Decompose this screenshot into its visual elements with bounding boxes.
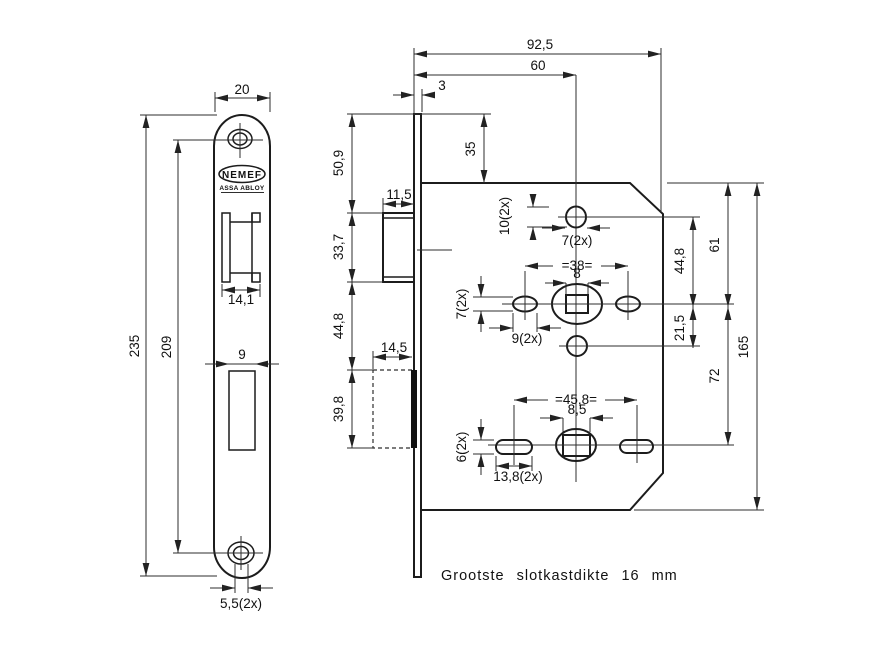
latch-cutout [221, 212, 261, 283]
dim-handle-hole-spacing: =38= [524, 258, 629, 293]
dim-label-faceplate-thickness: 3 [438, 78, 446, 93]
dim-plate-height: 235 [127, 114, 217, 577]
dim-label-plate-width: 20 [234, 82, 249, 97]
bottom-screw-hole [173, 536, 263, 570]
parent-brand-text: ASSA ABLOY [219, 185, 264, 192]
dim-slot-height: 6(2x) [454, 419, 494, 475]
front-view-faceplate: NEMEF ASSA ABLOY 20 [127, 82, 279, 611]
dim-label-screw-spacing: 209 [159, 336, 174, 359]
dim-case-height: 165 [634, 183, 764, 511]
dim-latch-protrusion: 11,5 [382, 187, 414, 212]
dim-label-backset: 60 [530, 58, 545, 73]
dim-right-inner: 44,8 21,5 [672, 217, 697, 348]
side-view-lock-case: 50,9 33,7 44,8 39,8 11,5 14,5 35 92,5 [331, 37, 764, 578]
dim-bolt-width: 14,5 [372, 340, 412, 369]
faceplate-outline [213, 114, 271, 579]
dim-label-lower-square: 8,5 [568, 402, 587, 417]
deadbolt-cutout [228, 370, 256, 451]
dim-lower-hole-spacing: =45,8= [513, 392, 638, 437]
logo-oval [218, 164, 266, 184]
dim-label-latch-protrusion: 11,5 [386, 187, 411, 202]
dim-label-latch-cutout-width: 14,1 [228, 292, 254, 307]
dim-case-depth: 92,5 [413, 37, 662, 212]
dim-label-top-to-latch: 50,9 [331, 150, 346, 176]
top-hole [558, 205, 700, 229]
dim-backset: 60 [414, 58, 576, 79]
dim-label-follower-square: 8 [573, 266, 581, 281]
note-text: Grootste slotkastdikte 16 mm [441, 568, 678, 584]
dim-right-middle: 61 72 [667, 182, 764, 445]
dim-oval-width: 9(2x) [489, 313, 561, 346]
dim-top-hole-width: 7(2x) [542, 224, 610, 248]
cylinder-pin-hole [559, 335, 700, 357]
dim-faceplate-thickness: 3 [393, 78, 446, 112]
dim-label-screw-hole: 5,5(2x) [220, 596, 262, 611]
deadbolt-side [372, 369, 417, 449]
dim-label-plate-height: 235 [127, 335, 142, 358]
dim-screw-hole: 5,5(2x) [210, 564, 273, 611]
dim-screw-spacing: 209 [159, 140, 182, 553]
dim-bolt-cutout-width: 9 [205, 347, 279, 368]
dim-label-slot-height: 6(2x) [454, 432, 469, 463]
dim-label-slot-width: 13,8(2x) [493, 469, 543, 484]
dim-follower-square: 8 [545, 266, 609, 294]
dim-oval-height: 7(2x) [454, 276, 513, 332]
dim-label-top-hole-width: 7(2x) [562, 233, 593, 248]
dim-label-top-hole-height: 10(2x) [497, 197, 512, 235]
dim-top-hole-height: 10(2x) [497, 194, 567, 240]
dim-label-case-depth: 92,5 [527, 37, 553, 52]
dim-slot-width: 13,8(2x) [493, 456, 543, 484]
dim-label-follower-to-cylinder: 21,5 [672, 315, 687, 341]
latch-bolt-side [382, 212, 452, 283]
dim-label-oval-height: 7(2x) [454, 289, 469, 320]
dim-label-oval-width: 9(2x) [512, 331, 543, 346]
dim-label-follower-spacing: 72 [707, 368, 722, 383]
dim-label-bolt-height: 39,8 [331, 396, 346, 422]
dim-top-to-case: 35 [463, 114, 488, 183]
faceplate-side-strip [413, 113, 422, 578]
dim-lower-square: 8,5 [540, 402, 613, 432]
dim-stack-left: 50,9 33,7 44,8 39,8 [331, 113, 491, 449]
dim-latch-cutout-width: 14,1 [221, 284, 261, 307]
dim-label-handle-hole-spacing: =38= [562, 258, 593, 273]
handle-screw-ovals [512, 288, 641, 320]
dim-label-tophole-to-follower: 44,8 [672, 248, 687, 274]
lower-screw-slots [495, 429, 654, 465]
dim-label-latch-to-bolt: 44,8 [331, 313, 346, 339]
dim-label-case-height: 165 [736, 336, 751, 359]
dim-label-bolt-width: 14,5 [381, 340, 407, 355]
lock-case-outline [421, 182, 664, 511]
lower-spindle-follower [488, 428, 734, 462]
dim-plate-width: 20 [214, 82, 271, 112]
nemef-logo: NEMEF ASSA ABLOY [218, 164, 266, 193]
dim-label-latch-height: 33,7 [331, 234, 346, 260]
dim-label-top-to-case: 35 [463, 141, 478, 156]
dim-label-lower-hole-spacing: =45,8= [555, 392, 597, 407]
brand-text: NEMEF [222, 170, 262, 181]
top-screw-hole [173, 123, 263, 158]
dim-label-top-to-follower: 61 [707, 237, 722, 252]
dim-label-bolt-cutout-width: 9 [238, 347, 246, 362]
